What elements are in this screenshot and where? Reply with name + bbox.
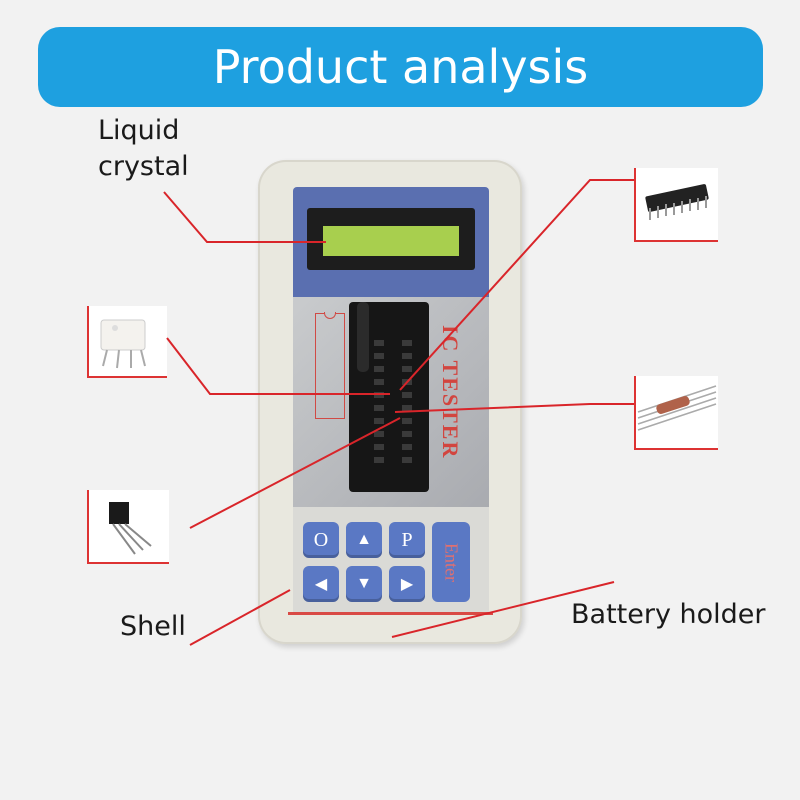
key-up[interactable]: ▲ — [346, 522, 382, 558]
label-battery-holder: Battery holder — [571, 599, 766, 630]
key-o[interactable]: O — [303, 522, 339, 558]
socket-pin — [374, 444, 384, 450]
key-enter[interactable]: Enter — [432, 522, 470, 602]
key-right[interactable]: ▶ — [389, 566, 425, 602]
label-liquid-crystal-line2: crystal — [98, 151, 189, 182]
banner-title: Product analysis — [212, 40, 589, 94]
socket-pin — [374, 353, 384, 359]
label-liquid-crystal-line1: Liquid — [98, 115, 180, 146]
socket-pin — [374, 392, 384, 398]
dip-ic-chip-icon — [634, 168, 718, 242]
transistor-icon — [87, 490, 169, 564]
key-down[interactable]: ▼ — [346, 566, 382, 602]
socket-pin — [402, 392, 412, 398]
optocoupler-icon — [87, 306, 167, 378]
label-shell: Shell — [120, 611, 186, 642]
socket-pin — [374, 418, 384, 424]
socket-outline-graphic — [315, 312, 345, 419]
socket-pin — [402, 366, 412, 372]
lcd-screen — [323, 226, 459, 256]
socket-pin — [402, 444, 412, 450]
label-liquid-crystal: Liquid crystal — [98, 113, 189, 185]
zif-socket-lever[interactable] — [357, 302, 369, 372]
socket-pin — [374, 405, 384, 411]
socket-pin — [374, 457, 384, 463]
key-left[interactable]: ◀ — [303, 566, 339, 602]
socket-pin — [374, 340, 384, 346]
socket-pin — [402, 340, 412, 346]
socket-pin — [402, 457, 412, 463]
socket-pins — [370, 340, 418, 470]
socket-pin — [374, 366, 384, 372]
resistor-icon — [634, 376, 718, 450]
socket-pin — [402, 353, 412, 359]
socket-pin — [374, 379, 384, 385]
brand-text: IC TESTER — [438, 325, 463, 460]
title-banner: Product analysis — [38, 27, 763, 107]
socket-pin — [402, 418, 412, 424]
socket-pin — [402, 379, 412, 385]
socket-pin — [374, 431, 384, 437]
key-p[interactable]: P — [389, 522, 425, 558]
socket-pin — [402, 431, 412, 437]
red-divider — [288, 612, 493, 615]
socket-pin — [402, 405, 412, 411]
key-enter-label: Enter — [441, 542, 462, 582]
